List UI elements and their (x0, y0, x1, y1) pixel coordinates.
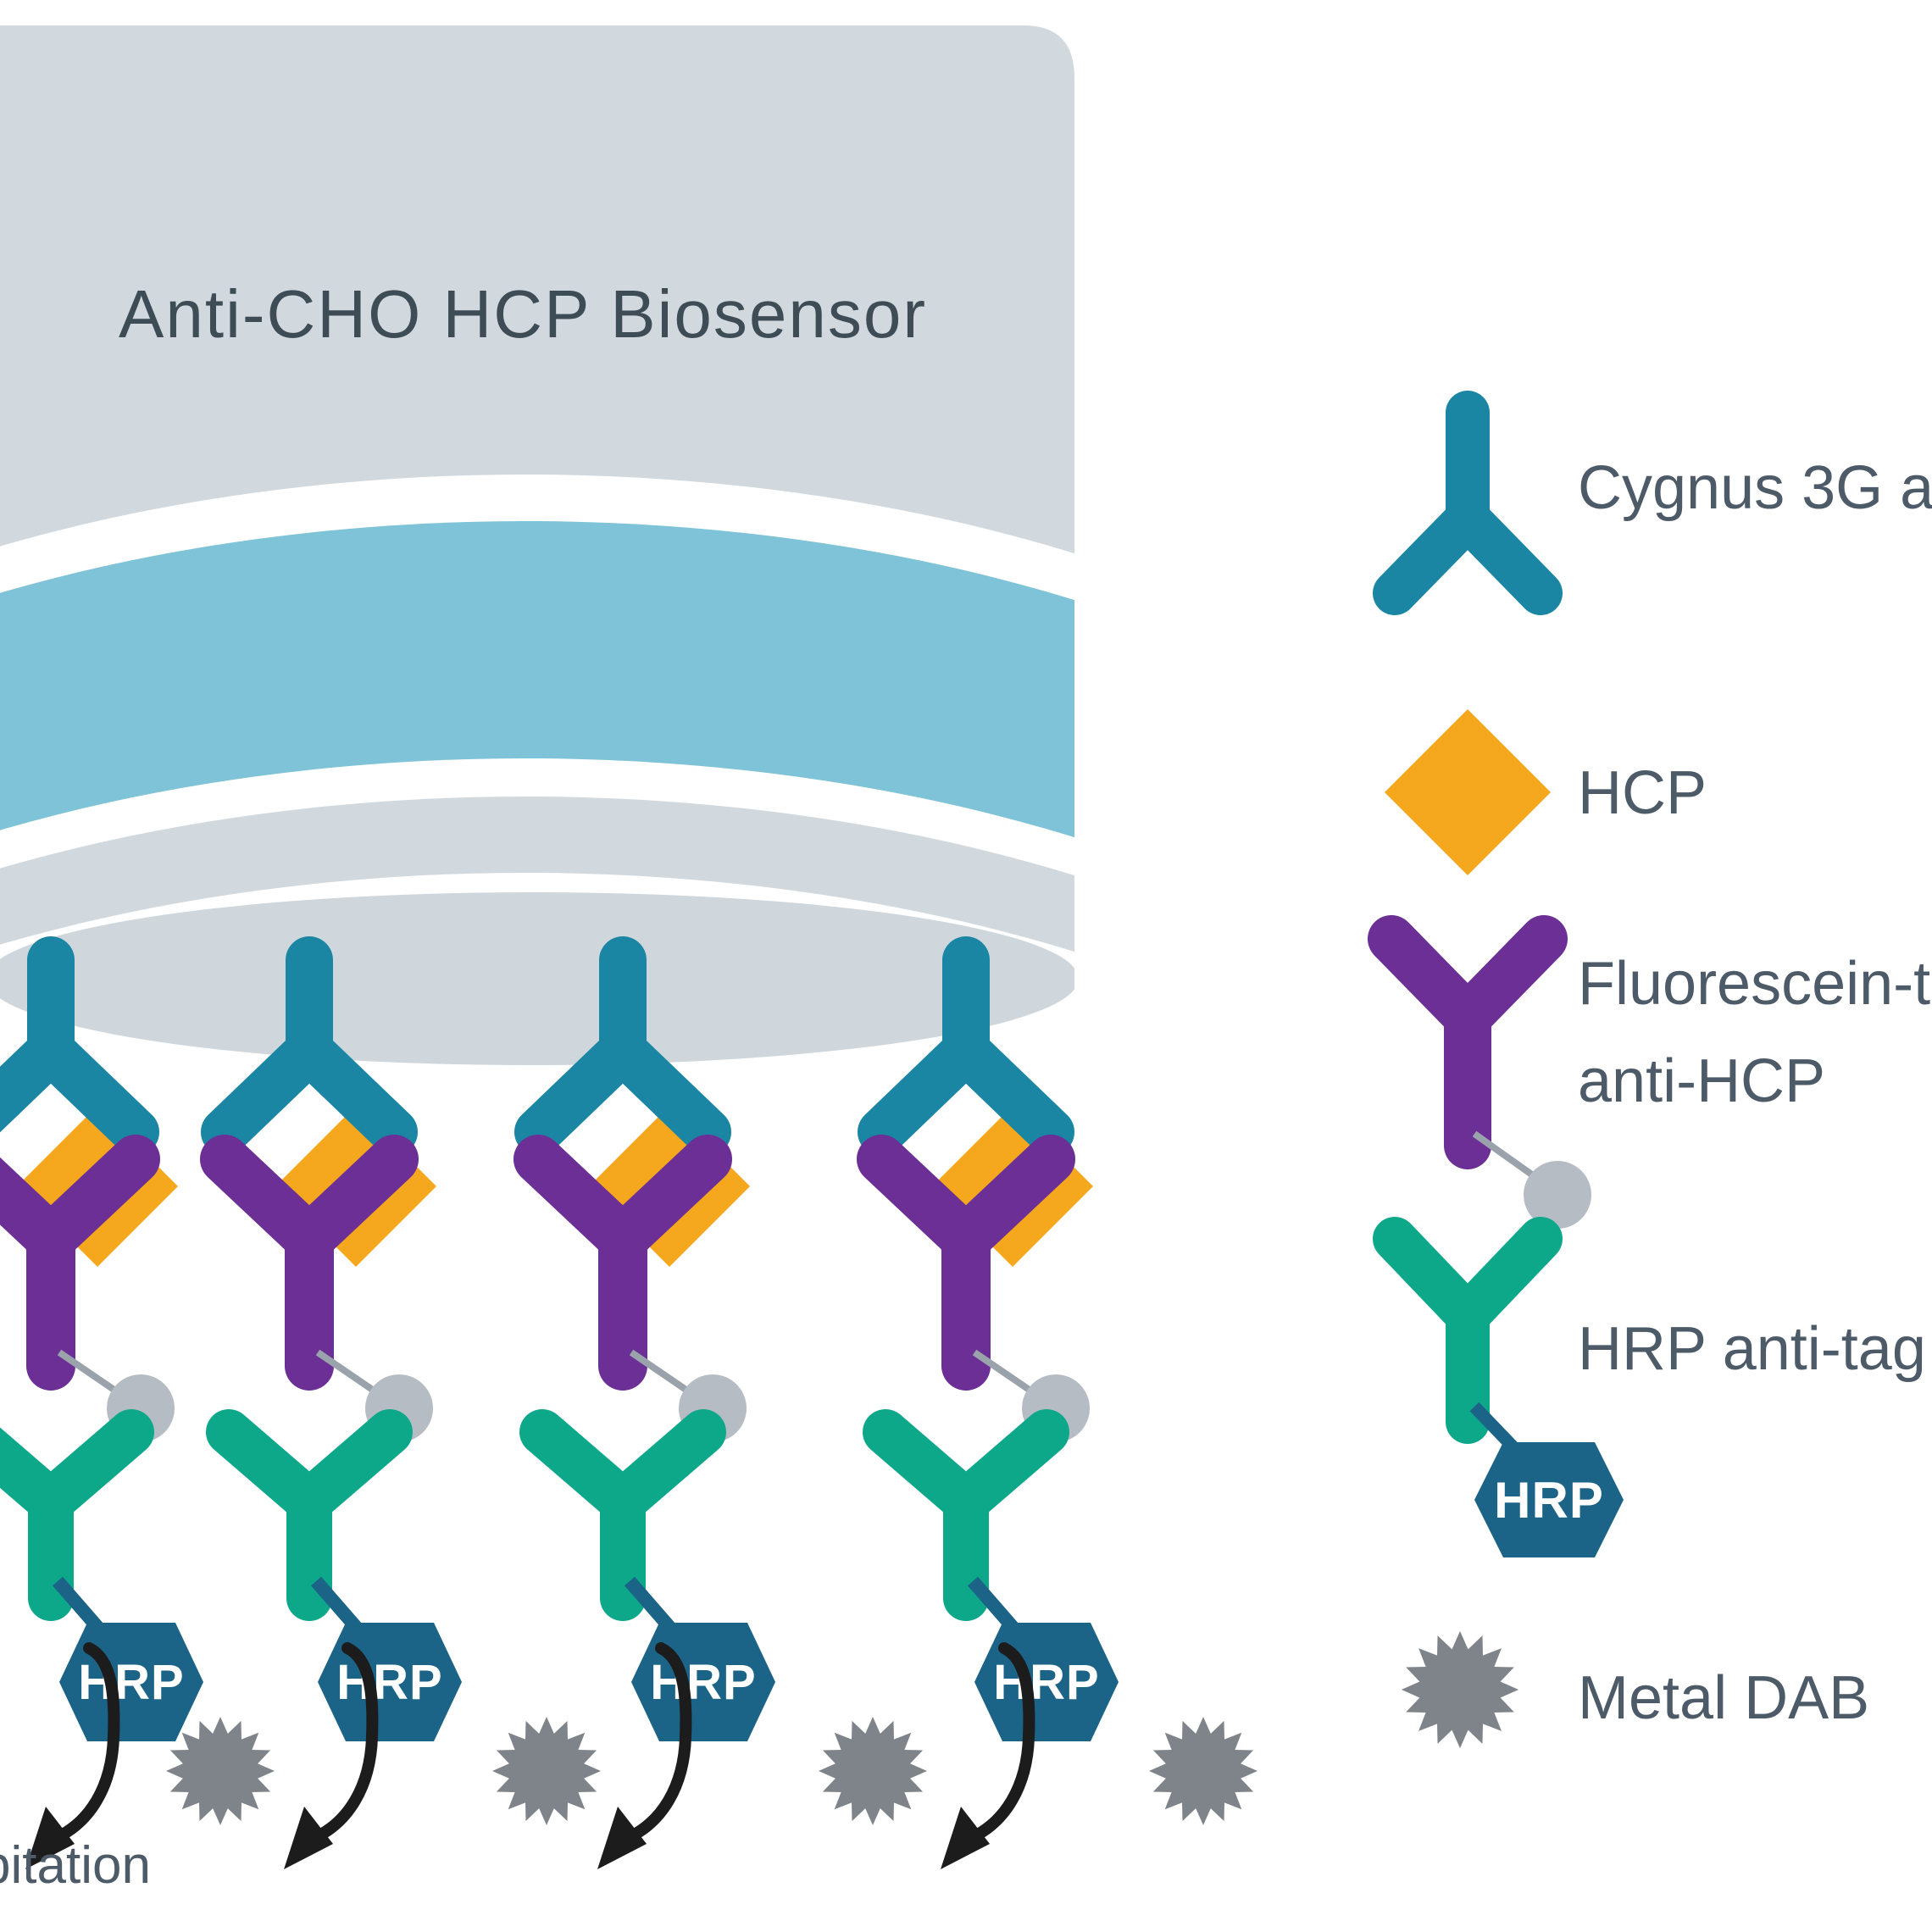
assay-complex-4 (881, 960, 1119, 1869)
assay-complex-2 (225, 960, 462, 1869)
metal-dab-starburst (166, 1717, 275, 1825)
hrp-link-icon (1469, 1402, 1518, 1452)
legend-label-hrp-anti-tag: HRP anti-tag (1578, 1315, 1926, 1383)
biosensor-title: Anti-CHO HCP Biosensor (119, 276, 927, 352)
hrp-hexagon-icon (1474, 1442, 1624, 1557)
caption-fragment: pitation (0, 1836, 151, 1895)
legend-item-fluorescein: Fluorescein-ta anti-HCP (1368, 915, 1932, 1229)
metal-dab-starburst (1149, 1717, 1257, 1825)
legend-item-metal-dab: Metal DAB (1401, 1630, 1869, 1749)
metal-dab-starburst (492, 1717, 601, 1825)
metal-dab-starburst (819, 1717, 927, 1825)
hrp-hexagon-icon-label: HRP (1494, 1472, 1604, 1529)
fluorescein-tag-circle-icon (1524, 1161, 1591, 1229)
legend-item-hrp-anti-tag: HRP HRP anti-tag (1373, 1217, 1926, 1557)
hcp-diamond-icon (1385, 709, 1551, 875)
metal-dab-icon (1401, 1630, 1519, 1749)
legend: Cygnus 3G an HCP Fluorescein-ta anti-HCP… (1368, 391, 1932, 1749)
biosensor-probe (0, 25, 1074, 1069)
legend-label-fluorescein-line2: anti-HCP (1578, 1047, 1825, 1115)
hrp-anti-tag-antibody-icon (1373, 1217, 1563, 1444)
legend-label-metal-dab: Metal DAB (1578, 1664, 1869, 1732)
legend-label-cygnus: Cygnus 3G an (1578, 454, 1932, 522)
legend-item-cygnus: Cygnus 3G an (1373, 391, 1932, 615)
legend-item-hcp: HCP (1385, 709, 1707, 875)
legend-label-fluorescein-line1: Fluorescein-ta (1578, 950, 1932, 1018)
biosensor-tip-ellipse (0, 892, 1074, 1065)
assay-complex-1 (0, 960, 203, 1869)
fluorescein-antibody-icon (1368, 915, 1568, 1169)
cygnus-antibody-icon (1373, 391, 1563, 615)
assay-complex-3 (538, 960, 775, 1869)
legend-label-hcp: HCP (1578, 759, 1707, 827)
